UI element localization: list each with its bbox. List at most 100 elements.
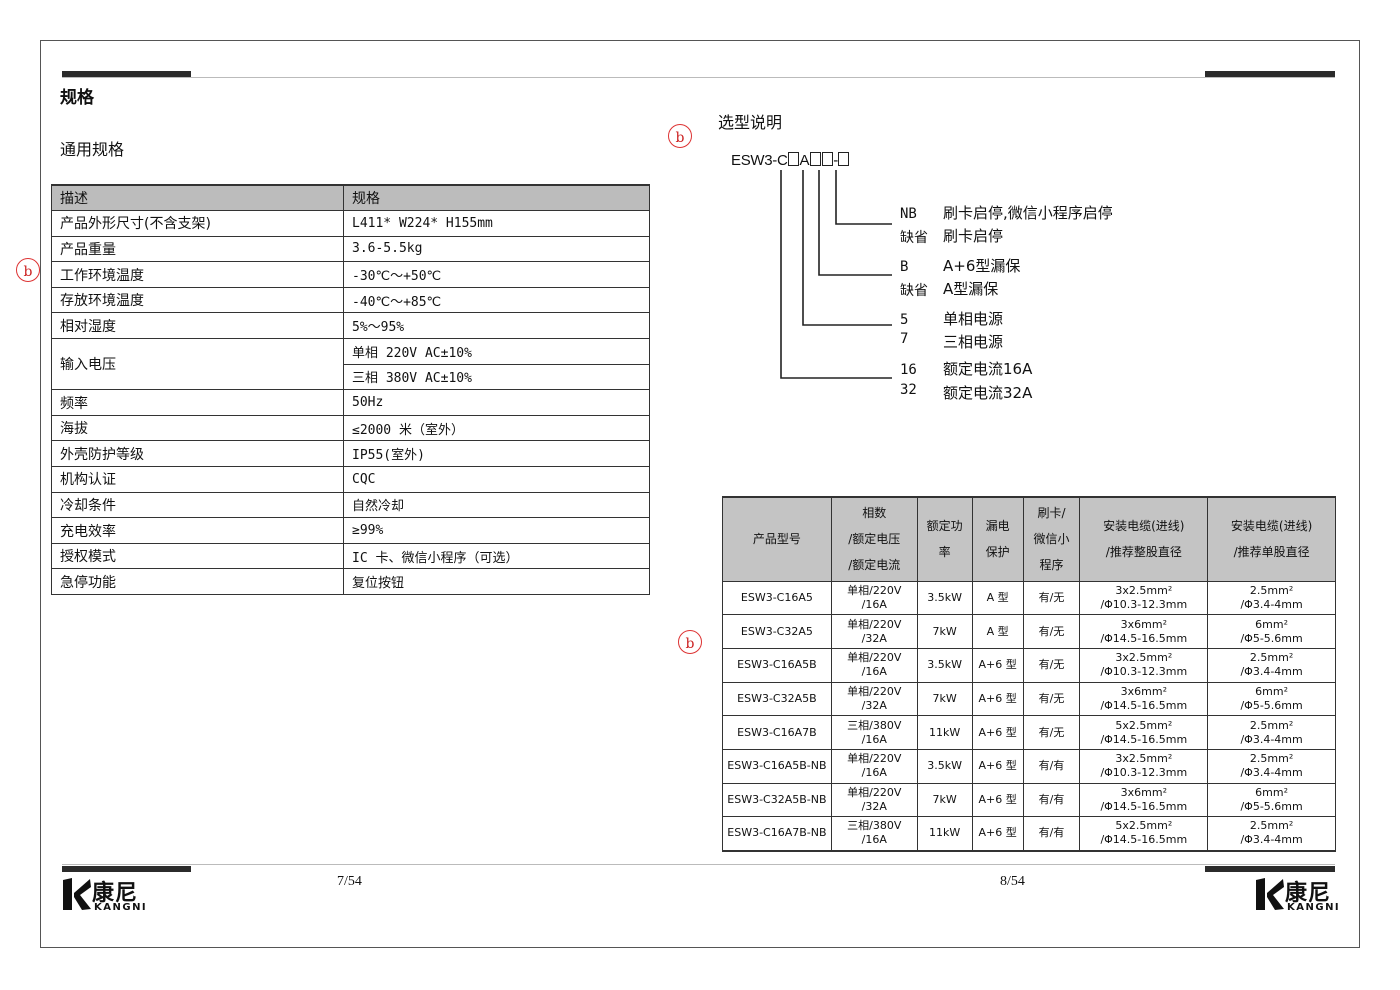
- cell-line: 5x2.5mm²: [1115, 718, 1173, 732]
- header-line: /推荐整股直径: [1105, 545, 1182, 560]
- cell-leak: A+6 型: [971, 715, 1024, 750]
- option-desc: 单相电源: [943, 310, 1004, 328]
- cell-line: /Φ14.5-16.5mm: [1100, 732, 1188, 746]
- table-row: 急停功能 复位按钮: [51, 568, 650, 595]
- cell-line: /Φ14.5-16.5mm: [1100, 698, 1188, 712]
- cell-model: ESW3-C16A5: [722, 580, 832, 616]
- header-line: 相数: [862, 506, 887, 521]
- cell-phase: 单相/220V/16A: [830, 580, 918, 616]
- selection-title: 选型说明: [718, 113, 783, 132]
- cell-leak: A+6 型: [971, 782, 1024, 818]
- option-code: 7: [900, 331, 909, 347]
- spec-label: 产品外形尺寸(不含支架): [51, 210, 344, 237]
- cell-power: 7kW: [916, 681, 973, 717]
- header-line: 刷卡/: [1037, 506, 1066, 521]
- cell-power: 7kW: [916, 782, 973, 818]
- cell-line: 2.5mm²: [1249, 651, 1294, 665]
- cell-line: /Φ5-5.6mm: [1240, 698, 1303, 712]
- header-line: 保护: [985, 545, 1010, 560]
- cell-line: /Φ10.3-12.3mm: [1100, 597, 1188, 611]
- cell-line: 3x6mm²: [1120, 617, 1167, 631]
- cell-leak: A 型: [971, 614, 1024, 649]
- option-desc: 额定电流16A: [943, 360, 1033, 378]
- spec-label: 工作环境温度: [51, 261, 344, 288]
- header-bar-left: [62, 71, 191, 77]
- spec-value: 单相 220V AC±10%: [343, 338, 650, 365]
- spec-value: 3.6-5.5kg: [343, 235, 650, 263]
- cell-model: ESW3-C16A7B: [722, 715, 832, 750]
- header-line: 微信小: [1033, 532, 1070, 547]
- cell-line: 单相/220V: [847, 752, 902, 766]
- spec-value: L411* W224* H155mm: [343, 210, 650, 237]
- code-slot-current: [788, 152, 800, 166]
- logo-name-en: KANGNI: [1287, 902, 1341, 913]
- cell-model: ESW3-C32A5B: [722, 681, 832, 717]
- spec-value: ≥99%: [343, 517, 650, 544]
- annotation-mark: b: [668, 124, 692, 148]
- spec-value: 三相 380V AC±10%: [343, 363, 650, 391]
- cell-power: 3.5kW: [916, 647, 973, 683]
- spec-value: CQC: [343, 466, 650, 493]
- table-row: 存放环境温度 -40℃～+85℃: [51, 286, 650, 314]
- spec-label: 外壳防护等级: [51, 440, 344, 468]
- cell-line: /16A: [861, 732, 887, 746]
- cell-line: 6mm²: [1255, 684, 1289, 698]
- cell-line: 3x2.5mm²: [1115, 752, 1173, 766]
- cell-line: /16A: [861, 597, 887, 611]
- table-row: 产品重量 3.6-5.5kg: [51, 235, 650, 263]
- header-model: 产品型号: [722, 496, 832, 582]
- cell-phase: 单相/220V/32A: [830, 614, 918, 649]
- cell-line: 2.5mm²: [1249, 819, 1294, 833]
- option-desc: A+6型漏保: [943, 257, 1021, 275]
- cell-line: 单相/220V: [847, 785, 902, 799]
- header-cable-multi: 安装电缆(进线) /推荐整股直径: [1079, 496, 1209, 582]
- cell-card: 有/有: [1022, 782, 1081, 818]
- brand-logo-right: 康尼 KANGNI: [1255, 877, 1355, 913]
- model-code-mid: A: [799, 152, 810, 169]
- spec-label: 充电效率: [51, 517, 344, 544]
- spec-label: 冷却条件: [51, 491, 344, 519]
- cell-cable-multi: 5x2.5mm²/Φ14.5-16.5mm: [1079, 715, 1209, 750]
- header-line: /额定电流: [848, 558, 901, 573]
- cell-power: 11kW: [916, 816, 973, 852]
- cell-line: /Φ10.3-12.3mm: [1100, 766, 1188, 780]
- cell-card: 有/无: [1022, 715, 1081, 750]
- cell-line: 单相/220V: [847, 684, 902, 698]
- annotation-mark: b: [16, 258, 40, 282]
- header-leak: 漏电保护: [971, 496, 1024, 582]
- cell-card: 有/有: [1022, 748, 1081, 784]
- spec-value: IC 卡、微信小程序（可选）: [343, 542, 650, 570]
- header-phase: 相数/额定电压/额定电流: [830, 496, 918, 582]
- cell-cable-single: 6mm²/Φ5-5.6mm: [1207, 614, 1336, 649]
- header-line: 安装电缆(进线): [1230, 519, 1313, 534]
- header-line: 安装电缆(进线): [1103, 519, 1185, 534]
- model-code-prefix: ESW3-C: [731, 152, 788, 169]
- cell-card: 有/无: [1022, 580, 1081, 616]
- header-rule: [62, 77, 1335, 78]
- cell-cable-multi: 3x6mm²/Φ14.5-16.5mm: [1079, 614, 1209, 649]
- spec-label: 授权模式: [51, 542, 344, 570]
- cell-line: 3x2.5mm²: [1115, 651, 1173, 665]
- cell-cable-single: 2.5mm²/Φ3.4-4mm: [1207, 816, 1336, 852]
- cell-leak: A+6 型: [971, 681, 1024, 717]
- page-frame: [40, 40, 1360, 948]
- cell-line: /Φ3.4-4mm: [1240, 732, 1303, 746]
- cell-line: /Φ3.4-4mm: [1240, 766, 1303, 780]
- cell-model: ESW3-C16A7B-NB: [722, 816, 832, 852]
- code-slot-auth: [838, 152, 850, 166]
- cell-model: ESW3-C16A5B: [722, 647, 832, 683]
- cell-line: /16A: [861, 766, 887, 780]
- code-slot-leak: [821, 152, 833, 166]
- spec-label: 机构认证: [51, 466, 344, 493]
- kangni-logo-icon: [1256, 878, 1284, 910]
- cell-phase: 三相/380V/16A: [830, 816, 918, 852]
- cell-cable-multi: 3x2.5mm²/Φ10.3-12.3mm: [1079, 580, 1209, 616]
- table-row: 授权模式 IC 卡、微信小程序（可选）: [51, 542, 650, 570]
- spec-value: IP55(室外): [343, 440, 650, 468]
- option-code: 16: [900, 362, 917, 378]
- header-power: 额定功率: [916, 496, 973, 582]
- cell-line: /16A: [861, 833, 887, 847]
- table-row: 工作环境温度 -30℃～+50℃: [51, 261, 650, 288]
- table-row: 充电效率 ≥99%: [51, 517, 650, 544]
- spec-label: 产品重量: [51, 235, 344, 263]
